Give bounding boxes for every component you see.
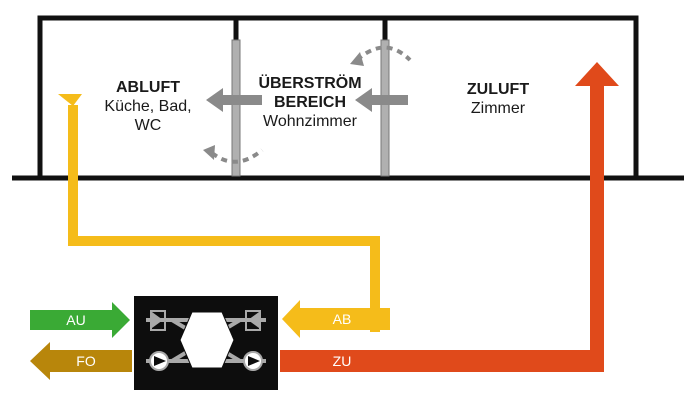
ab-arrow [282,300,390,338]
overflow-door-right [380,39,390,177]
abluft-label: ABLUFT Küche, Bad, WC [92,78,204,136]
building-outline [12,15,684,181]
ueberstroem-title-line1: ÜBERSTRÖM [258,75,362,92]
dashed-curve-bottom [210,148,264,164]
abluft-desc-line2: WC [134,117,162,135]
heat-exchanger-core [179,311,235,369]
airflow-arrow-right-room [355,88,408,112]
fo-arrow [30,342,132,380]
ueberstroem-title-line2: BEREICH [273,94,346,112]
ab-label: AB [332,311,352,327]
filter-right-frame [245,310,261,331]
ueberstroem-label: ÜBERSTRÖM BEREICH Wohnzimmer [244,74,376,132]
filter-left-icon [152,312,163,328]
zuluft-desc: Zimmer [470,100,526,118]
ueberstroem-desc: Wohnzimmer [263,113,357,131]
dashed-curve-top-head [350,52,364,66]
au-label: AU [66,312,86,328]
zuluft-label: ZULUFT Zimmer [448,80,548,118]
building-walls [37,15,639,178]
filter-left-frame [150,310,166,331]
zuluft-title: ZULUFT [466,81,530,98]
zu-label: ZU [332,353,352,369]
overflow-door-left [231,39,241,177]
dashed-curve-bottom-head [203,145,215,160]
abluft-title: ABLUFT [116,79,180,96]
fo-label: FO [76,353,96,369]
fan-left-arrow [154,356,166,366]
filter-right-icon [248,312,259,328]
ventilation-unit [134,296,278,390]
au-arrow [30,302,130,338]
extract-inlet-funnel [58,94,82,106]
airflow-arrow-left-room [206,88,262,112]
fan-right-arrow [248,356,260,366]
abluft-desc-line1: Küche, Bad, [104,98,192,116]
